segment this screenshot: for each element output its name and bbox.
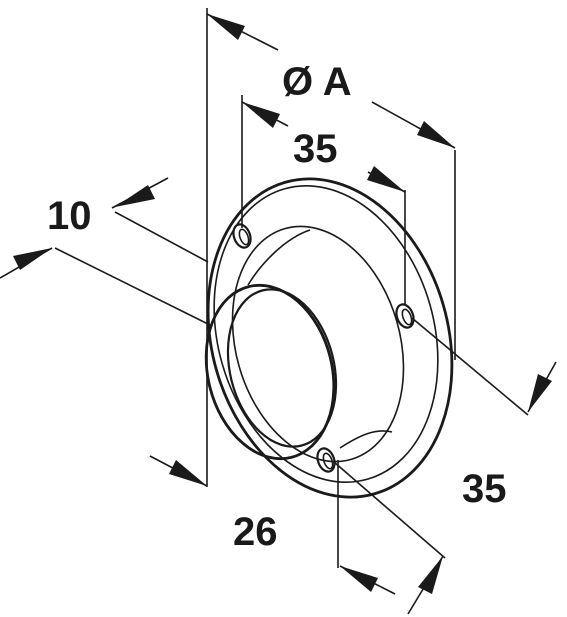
mounting-hole-bottom-inner — [322, 452, 334, 470]
label-diameter-a: Ø A — [282, 60, 352, 104]
label-hole-spacing-top: 35 — [293, 127, 338, 171]
label-depth: 26 — [233, 510, 278, 554]
dimension-flange-thickness: 10 — [0, 177, 169, 279]
flange-inner-rim — [213, 185, 439, 483]
tube-opening-outer — [204, 283, 336, 461]
dimension-hole-spacing-top: 35 — [241, 101, 406, 193]
mounting-hole-bottom — [316, 447, 336, 473]
flange-outer-rim — [206, 177, 454, 499]
mounting-hole-right — [395, 303, 415, 329]
mounting-hole-top — [232, 223, 252, 249]
label-hole-spacing-side: 35 — [462, 467, 507, 511]
mounting-hole-top-inner — [238, 228, 250, 246]
dimension-depth: 26 — [149, 455, 396, 595]
extension-lines — [54, 8, 529, 568]
dimension-diameter-a: Ø A — [206, 13, 456, 149]
dimension-hole-spacing-side: 35 — [407, 361, 557, 615]
flange-cone-ring — [231, 225, 405, 463]
mounting-hole-right-inner — [401, 308, 413, 326]
cone-shading-lower — [339, 430, 393, 449]
tube-opening-inner — [226, 288, 338, 448]
cone-shading-upper — [247, 229, 311, 286]
label-flange-thickness: 10 — [47, 194, 92, 238]
flange-support-part — [204, 177, 454, 499]
